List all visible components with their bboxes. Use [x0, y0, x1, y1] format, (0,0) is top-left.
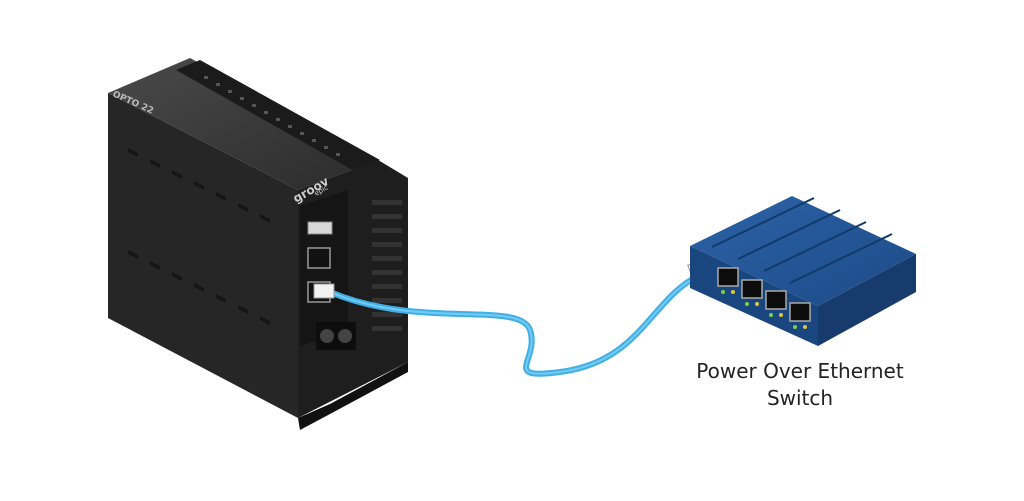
- switch-top: [690, 196, 916, 306]
- switch-ribs: [711, 197, 893, 284]
- heatsink-fins: [372, 200, 402, 331]
- port-leds: [721, 290, 807, 329]
- usb-port: [307, 221, 333, 235]
- poe-switch: [690, 196, 916, 346]
- controller-top-face: [108, 58, 378, 190]
- controller-left-face: [108, 93, 298, 418]
- vent-slots: [128, 148, 270, 325]
- rj45-plug-controller: [313, 283, 335, 299]
- terminal-pins: [204, 76, 340, 156]
- switch-caption-line1: Power Over Ethernet: [696, 359, 904, 383]
- terminal-block: [176, 60, 380, 172]
- switch-ports: [717, 267, 811, 322]
- controller: OPTO 22 groov epic: [108, 58, 408, 430]
- ethernet-port-1: [307, 247, 331, 269]
- switch-side: [818, 254, 916, 346]
- switch-caption: Power Over Ethernet Switch: [650, 358, 950, 412]
- switch-caption-line2: Switch: [766, 386, 834, 410]
- din-rail-foot: [298, 362, 408, 430]
